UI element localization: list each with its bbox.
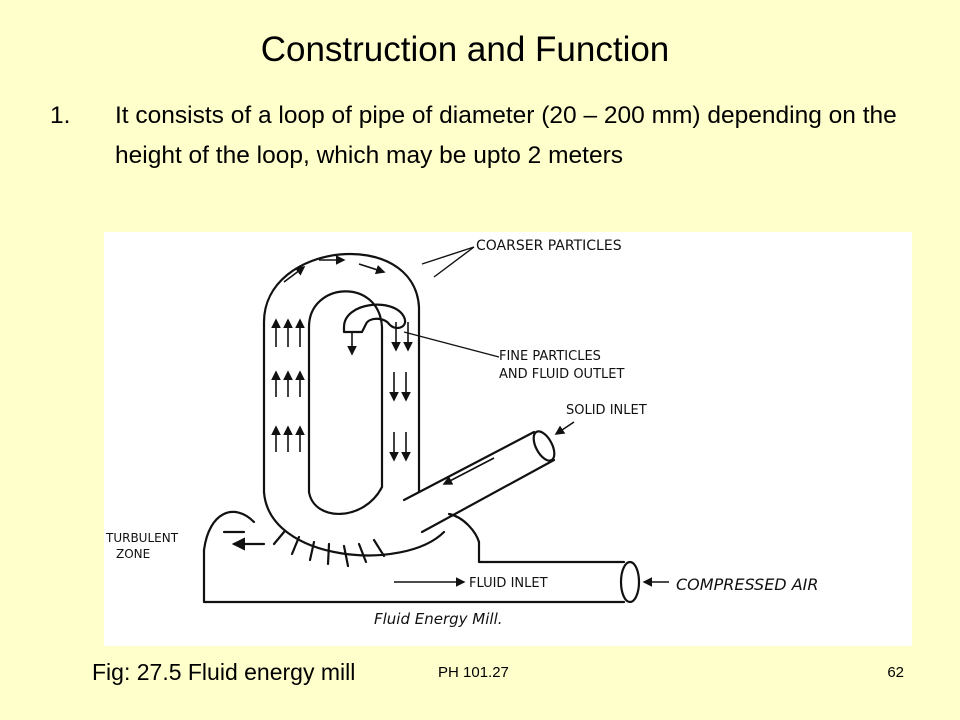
loop-bottom-outer	[262, 490, 446, 557]
footer-code: PH 101.27	[438, 664, 509, 681]
label-fine-2: AND FLUID OUTLET	[499, 367, 624, 382]
fluid-energy-mill-diagram: COARSER PARTICLES FINE PARTICLES AND FLU…	[104, 232, 912, 646]
loop-outer-wall	[262, 252, 421, 494]
fluid-channel-upper	[477, 540, 626, 564]
label-compressed-air: COMPRESSED AIR	[676, 575, 818, 594]
base-bump-right	[447, 512, 481, 544]
label-fine-1: FINE PARTICLES	[499, 349, 601, 364]
label-coarser: COARSER PARTICLES	[476, 238, 622, 254]
base-bump-left	[202, 510, 256, 552]
label-figure-title: Fluid Energy Mill.	[374, 610, 503, 628]
bullet-number: 1.	[50, 102, 71, 129]
label-fluid-inlet: FLUID INLET	[469, 576, 548, 591]
fluid-inlet-opening	[619, 560, 641, 604]
loop-bottom-inner	[307, 485, 384, 515]
solid-inlet-pipe-top	[402, 430, 536, 502]
jet-lines	[272, 530, 386, 568]
label-turbulent-1: TURBULENT	[105, 531, 179, 545]
page-number: 62	[887, 664, 904, 681]
solid-inlet-pipe-bottom	[420, 458, 556, 534]
coarser-leader	[421, 246, 475, 278]
label-turbulent-2: ZONE	[116, 547, 150, 561]
diagram-svg: COARSER PARTICLES FINE PARTICLES AND FLU…	[105, 238, 818, 628]
label-solid-inlet: SOLID INLET	[566, 403, 647, 418]
fine-leader	[403, 331, 500, 358]
base-housing	[202, 548, 626, 604]
bullet-text: It consists of a loop of pipe of diamete…	[115, 102, 897, 169]
slide-title: Construction and Function	[260, 30, 670, 69]
outlet-hook	[342, 303, 407, 334]
solid-inlet-opening	[532, 430, 556, 462]
figure-caption: Fig: 27.5 Fluid energy mill	[92, 659, 356, 685]
